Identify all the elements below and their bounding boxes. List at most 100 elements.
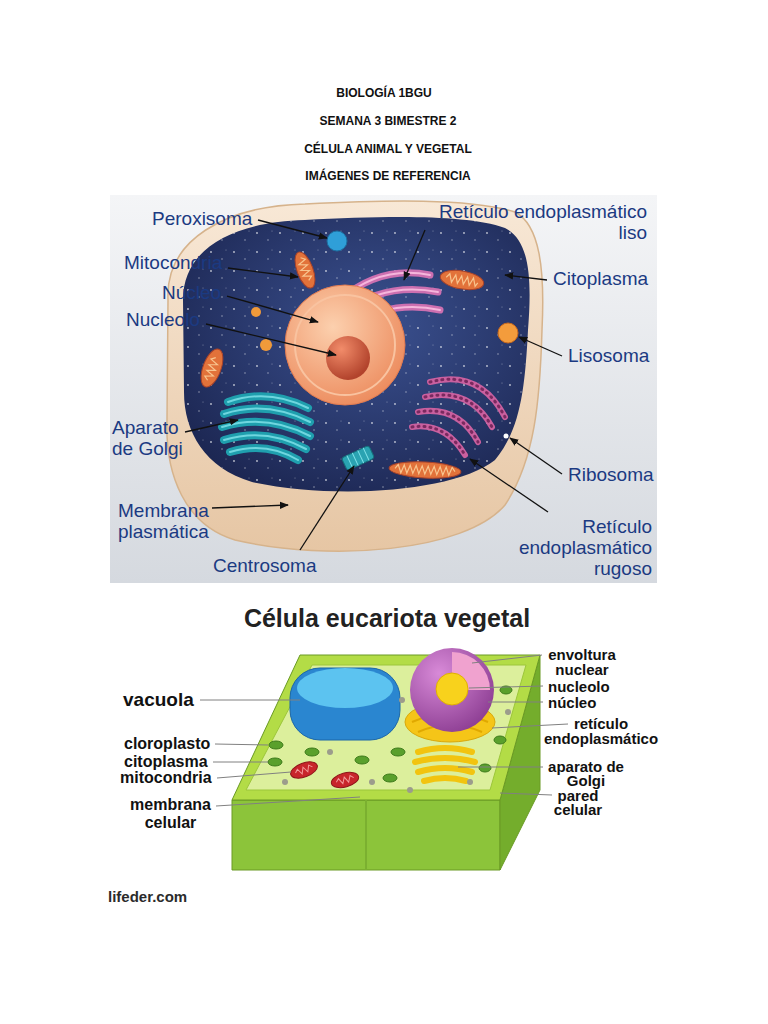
- figure-background: [110, 195, 657, 583]
- chloroplast: [269, 741, 283, 749]
- document-title: BIOLOGÍA 1BGU: [0, 86, 768, 100]
- watermark: lifeder.com: [108, 888, 187, 906]
- organelle-label: aparato de Golgi: [545, 760, 627, 788]
- chloroplast: [355, 756, 369, 764]
- mitochondrion-body: [330, 770, 361, 791]
- rough-er: [412, 379, 505, 455]
- organelle-label: pared celular: [548, 789, 608, 817]
- leader-line: [216, 797, 360, 806]
- mitochondrion-body: [389, 460, 462, 480]
- chloroplast: [305, 748, 319, 756]
- er-ribosomes: [412, 426, 465, 455]
- cristae: [446, 273, 479, 286]
- golgi-highlight: [224, 435, 306, 449]
- organelle-label: Nucleolo: [126, 309, 200, 330]
- golgi-cisterna: [424, 778, 466, 781]
- ribosome: [282, 779, 288, 785]
- mitochondrion-body: [197, 346, 228, 390]
- organelle-label: retículo endoplasmático: [540, 716, 662, 746]
- plant-mitochondrion: [330, 770, 361, 791]
- vacuole-top: [297, 668, 393, 708]
- mitochondrion: [291, 249, 319, 290]
- chloroplast: [479, 764, 491, 772]
- leader-line: [492, 724, 568, 728]
- chloroplast: [268, 758, 282, 766]
- organelle-label: envoltura nuclear: [542, 647, 622, 677]
- organelle-label: vacuola: [123, 689, 194, 711]
- cristae: [295, 764, 314, 776]
- vesicle: [260, 339, 272, 351]
- ribosome: [369, 779, 375, 785]
- leader-line: [472, 655, 542, 663]
- ribosome: [505, 709, 511, 715]
- er-ribosomes: [418, 411, 478, 442]
- cytoplasm-specks: [183, 217, 530, 491]
- nucleus: [285, 285, 405, 405]
- organelle-label: membrana celular: [123, 796, 218, 832]
- centriole-stripes: [347, 448, 369, 468]
- leader-line: [258, 220, 327, 238]
- organelle-label: mitocondria: [120, 770, 212, 786]
- er-fold: [412, 426, 465, 455]
- golgi-cisterna: [418, 748, 472, 752]
- ribosome: [327, 749, 333, 755]
- ribosome: [399, 697, 405, 703]
- plasma-membrane: [167, 201, 543, 551]
- cristae: [297, 256, 313, 281]
- ribosome: [504, 434, 509, 439]
- organelle-label: Lisosoma: [568, 345, 649, 366]
- mitochondrion-body: [439, 267, 485, 292]
- leader-line: [215, 744, 268, 745]
- cell-wall-front: [232, 800, 500, 870]
- golgi-highlight: [230, 448, 298, 460]
- leader-line: [458, 767, 543, 768]
- organelle-label: Membrana plasmática: [118, 500, 218, 542]
- leader-line: [228, 268, 298, 277]
- organelle-label: Centrosoma: [213, 555, 317, 576]
- leader-line: [510, 438, 562, 474]
- cristae: [336, 775, 355, 785]
- mitochondrion: [389, 460, 462, 480]
- cytoplasm: [183, 217, 530, 491]
- golgi-highlight: [228, 396, 308, 408]
- leader-line: [185, 420, 238, 432]
- mitochondrion-body: [291, 249, 319, 290]
- organelle-label: nucleolo: [548, 679, 610, 694]
- animal-cell-figure: [110, 195, 657, 583]
- header-line: SEMANA 3 BIMESTRE 2: [4, 114, 768, 128]
- organelle-label: cloroplasto: [124, 736, 210, 752]
- organelle-label: Retículo endoplasmático liso: [425, 201, 647, 243]
- organelle-label: Núcleo: [162, 282, 221, 303]
- figure-title: Célula eucariota vegetal: [200, 603, 574, 633]
- leader-line: [488, 702, 543, 703]
- nuclear-envelope: [295, 295, 395, 395]
- chloroplast: [383, 774, 397, 782]
- chloroplast: [391, 748, 405, 756]
- plant-golgi: [415, 748, 475, 781]
- header-line: IMÁGENES DE REFERENCIA: [4, 169, 768, 183]
- leader-line: [500, 793, 552, 795]
- vacuole: [290, 668, 400, 740]
- mitochondrion: [439, 267, 485, 292]
- plant-nucleolus: [436, 673, 468, 705]
- organelle-label: Retículo endoplasmático rugoso: [507, 516, 652, 579]
- chloroplasts: [268, 686, 512, 782]
- leader-line: [200, 700, 300, 701]
- lysosome: [498, 323, 518, 343]
- vesicle: [251, 307, 261, 317]
- golgi-cisterna: [230, 448, 298, 460]
- ribosome: [467, 779, 473, 785]
- nucleolus: [326, 336, 370, 380]
- plant-mitochondrion: [288, 759, 319, 782]
- leader-line: [227, 296, 318, 322]
- mitochondrion-body: [288, 759, 319, 782]
- leader-line: [206, 324, 336, 355]
- golgi-cisterna: [418, 768, 472, 772]
- leader-line: [213, 762, 268, 763]
- cristae: [395, 464, 455, 475]
- centriole: [341, 445, 374, 470]
- chloroplast: [494, 736, 506, 744]
- peroxisome: [327, 231, 347, 251]
- golgi-highlight: [222, 422, 310, 436]
- plant-nucleus: [410, 648, 494, 732]
